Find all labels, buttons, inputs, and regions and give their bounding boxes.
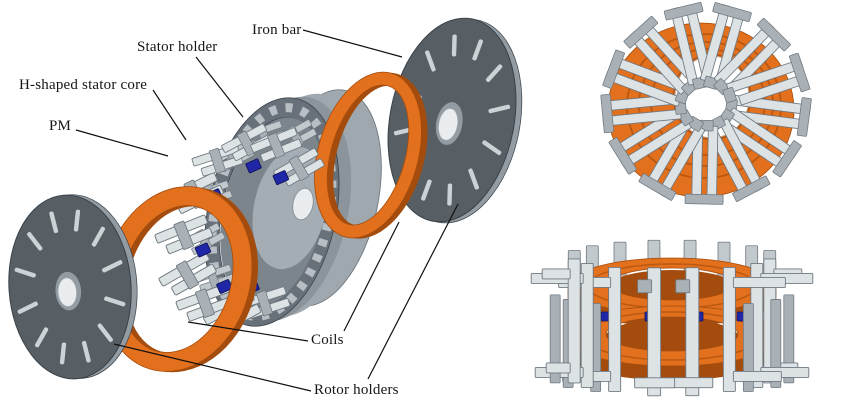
label-h-core: H-shaped stator core <box>19 77 148 93</box>
machine-artwork <box>8 1 814 397</box>
leader-iron-bar <box>302 29 403 58</box>
leader-coils-left <box>187 321 309 342</box>
leader-lines <box>75 29 459 392</box>
leader-rotor-left <box>113 343 312 392</box>
leader-coils-right <box>343 221 400 332</box>
label-rotor-holders: Rotor holders <box>314 382 399 398</box>
label-pm: PM <box>49 118 72 134</box>
label-iron-bar: Iron bar <box>252 22 302 38</box>
label-coils: Coils <box>311 332 344 348</box>
leader-stator-holder <box>195 56 244 118</box>
leader-pm <box>75 129 169 157</box>
assembled-stator-view <box>600 1 812 205</box>
label-stator-holder: Stator holder <box>137 39 218 55</box>
coil-right <box>314 71 428 239</box>
leader-rotor-right <box>367 203 459 380</box>
leader-h-core <box>152 89 187 141</box>
rotor-holder-left <box>8 194 138 380</box>
assembled-machine-side-view <box>530 239 814 397</box>
